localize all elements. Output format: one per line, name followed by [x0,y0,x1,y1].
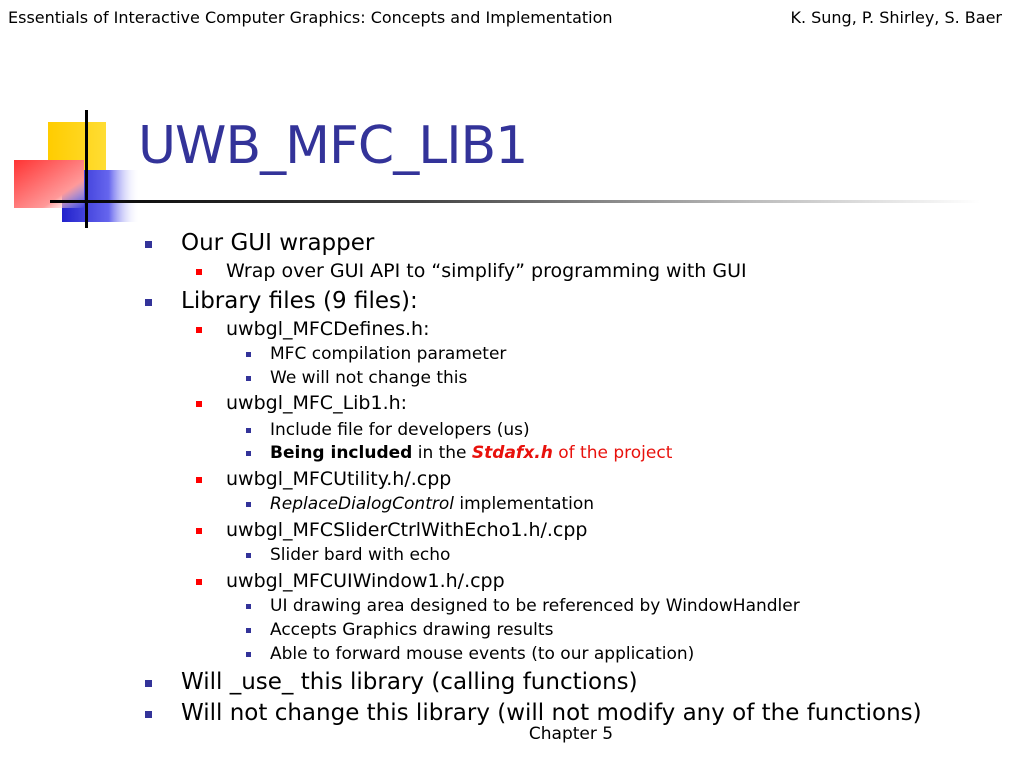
bullet-item: Library files (9 files): [145,288,418,314]
bullet-item: Accepts Graphics drawing results [246,620,554,640]
bullet-marker [246,604,251,609]
bullet-text: Accepts Graphics drawing results [270,620,554,640]
bullet-marker [246,428,251,433]
bullet-item: Wrap over GUI API to “simplify” programm… [196,260,747,282]
bullet-marker [145,299,152,306]
bullet-text-bold: Being included [270,443,413,463]
bullet-marker [196,269,202,275]
bullet-item: We will not change this [246,368,468,388]
bullet-item: Will not change this library (will not m… [145,700,922,726]
bullet-marker [145,680,152,687]
bullet-text-highlight: Stdafx.h [471,443,553,463]
bullet-item: uwbgl_MFCSliderCtrlWithEcho1.h/.cpp [196,519,588,541]
bullet-text: Will not change this library (will not m… [181,700,922,726]
bullet-marker [246,652,251,657]
bullet-marker [196,401,202,407]
bullet-marker [246,451,251,456]
bullet-item: Being included in the Stdafx.h of the pr… [246,443,673,463]
slide-title: UWB_MFC_LIB1 [138,116,528,176]
bullet-item: Will _use_ this library (calling functio… [145,669,638,695]
bullet-text: implementation [453,494,595,514]
header-authors: K. Sung, P. Shirley, S. Baer [790,8,1002,27]
bullet-text: We will not change this [270,368,468,388]
bullet-item: uwbgl_MFCUIWindow1.h/.cpp [196,570,505,592]
bullet-marker [196,579,202,585]
footer: Chapter 5 [0,724,1024,744]
bullet-item: Our GUI wrapper [145,230,375,256]
bullet-text: Slider bard with echo [270,545,451,565]
bullet-item: UI drawing area designed to be reference… [246,596,800,616]
bullet-text: Wrap over GUI API to “simplify” programm… [226,260,747,282]
bullet-marker [196,327,202,333]
bullet-text: Include file for developers (us) [270,420,530,440]
bullet-text: uwbgl_MFCUIWindow1.h/.cpp [226,570,505,592]
bullet-marker [145,241,152,248]
bullet-marker [246,628,251,633]
bullet-marker [196,528,202,534]
bullet-item: Slider bard with echo [246,545,451,565]
bullet-marker [246,352,251,357]
bullet-item: MFC compilation parameter [246,344,507,364]
footer-chapter: Chapter 5 [528,724,614,744]
bullet-text: in the [412,443,472,463]
bullet-marker [246,502,251,507]
bullet-item: ReplaceDialogControl implementation [246,494,595,514]
bullet-marker [246,376,251,381]
bullet-text-italic: ReplaceDialogControl [270,494,454,514]
bullet-marker [246,553,251,558]
bullet-text: uwbgl_MFCUtility.h/.cpp [226,468,452,490]
bullet-marker [196,477,202,483]
bullet-item: uwbgl_MFCDefines.h: [196,318,430,340]
bullet-text: uwbgl_MFC_Lib1.h: [226,392,408,414]
bullet-text: UI drawing area designed to be reference… [270,596,800,616]
title-rule [50,200,980,203]
deco-vertical-line [85,110,88,228]
bullet-item: uwbgl_MFC_Lib1.h: [196,392,408,414]
bullet-text: Our GUI wrapper [181,230,375,256]
bullet-item: Able to forward mouse events (to our app… [246,644,695,664]
bullet-text: Will _use_ this library (calling functio… [181,669,638,695]
title-decoration [14,110,140,228]
bullet-text: Able to forward mouse events (to our app… [270,644,695,664]
bullet-marker [145,711,152,718]
bullet-text-red: of the project [552,443,673,463]
bullet-text: uwbgl_MFCDefines.h: [226,318,430,340]
bullet-text: Library files (9 files): [181,288,418,314]
bullet-text: uwbgl_MFCSliderCtrlWithEcho1.h/.cpp [226,519,588,541]
bullet-item: Include file for developers (us) [246,420,530,440]
bullet-text: MFC compilation parameter [270,344,507,364]
bullet-item: uwbgl_MFCUtility.h/.cpp [196,468,452,490]
header-book-title: Essentials of Interactive Computer Graph… [8,8,613,27]
